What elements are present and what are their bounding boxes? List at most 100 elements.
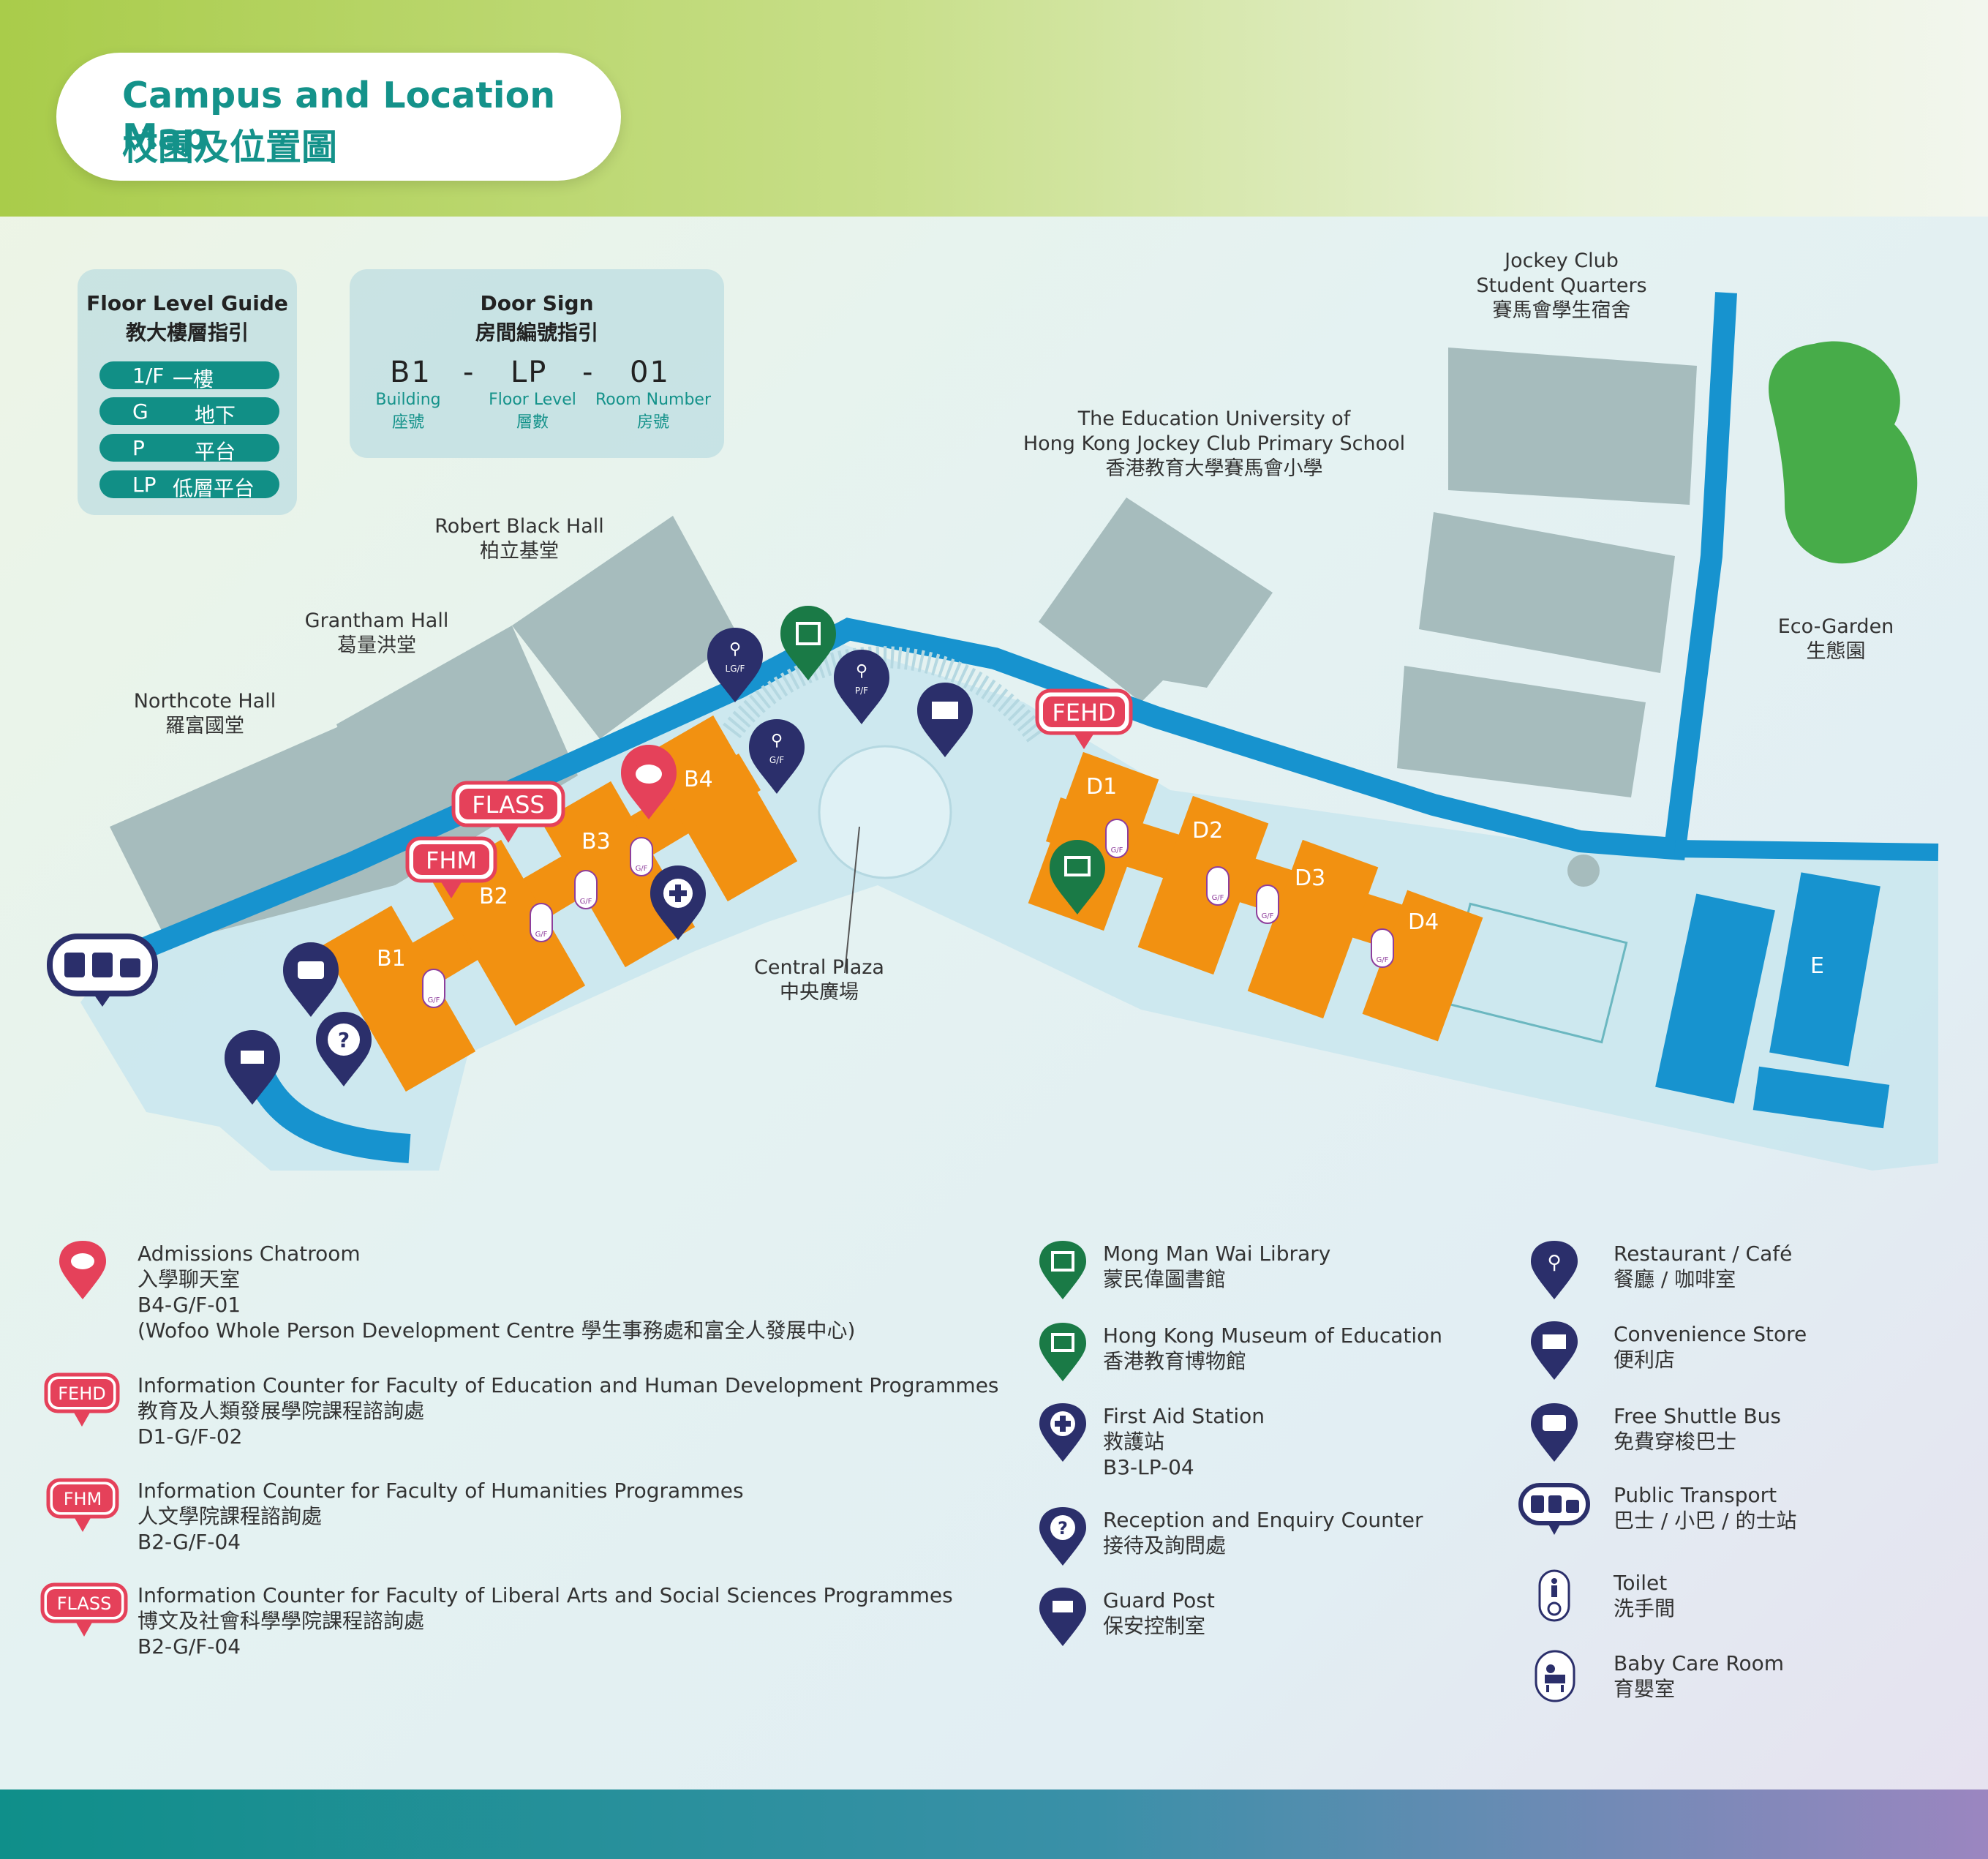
guard-post-icon — [1039, 1588, 1086, 1646]
label-d2: D2 — [1192, 818, 1223, 844]
label-d3: D3 — [1295, 865, 1325, 891]
label-b1: B1 — [377, 946, 406, 972]
door-sign-floor-code: LP — [511, 356, 548, 389]
fehd-map-tag[interactable]: FEHD — [1035, 688, 1133, 749]
door-sign-building-code: B1 — [390, 356, 432, 389]
map-pin-museum[interactable] — [1050, 840, 1105, 915]
northcote-hall — [110, 724, 395, 944]
block-d2 — [1137, 795, 1269, 975]
map-pin-restaurant-pf[interactable]: ⚲ P/F — [834, 650, 889, 724]
primary-school-building — [1039, 497, 1273, 702]
svg-text:G/F: G/F — [636, 865, 648, 873]
fhm-map-tag[interactable]: FHM — [405, 836, 497, 898]
svg-text:G/F: G/F — [1262, 912, 1274, 920]
public-transport-icon — [1518, 1483, 1590, 1535]
toilet-marker-d4: G/F — [1371, 928, 1394, 968]
label-b4: B4 — [684, 767, 713, 792]
svg-text:?: ? — [338, 1028, 350, 1052]
restaurant-icon: ⚲ — [1531, 1241, 1578, 1299]
toilet-marker-b1: G/F — [422, 969, 445, 1008]
door-sign-room-code: 01 — [630, 356, 670, 389]
toilet-marker-b2: G/F — [530, 903, 553, 942]
map-pin-chatroom[interactable] — [621, 745, 677, 819]
svg-text:FLASS: FLASS — [57, 1593, 112, 1614]
student-quarters-b — [1419, 512, 1675, 673]
label-e: E — [1810, 953, 1824, 979]
svg-text:G/F: G/F — [1111, 846, 1123, 855]
svg-text:G/F: G/F — [769, 755, 784, 765]
map-pin-restaurant-lgf[interactable]: ⚲ LG/F — [707, 628, 763, 702]
title-card: Campus and Location Map 校園及位置圖 — [56, 53, 621, 181]
sports-strip — [1752, 1066, 1890, 1129]
map-pin-transport[interactable] — [47, 934, 158, 1007]
svg-text:FEHD: FEHD — [58, 1383, 106, 1404]
map-pin-firstaid[interactable] — [650, 865, 706, 940]
footer-band — [0, 1789, 1988, 1859]
map-pin-restaurant-gf[interactable]: ⚲ G/F — [749, 719, 805, 794]
page-title: Campus and Location Map — [122, 75, 556, 158]
first-aid-icon — [1039, 1403, 1086, 1462]
block-b2 — [431, 839, 586, 1026]
svg-text:⚲: ⚲ — [1547, 1252, 1561, 1274]
baby-care-icon — [1535, 1650, 1575, 1702]
block-b3 — [541, 781, 696, 968]
map-pin-store[interactable] — [917, 683, 973, 757]
door-sign-title-zh: 房間編號指引 — [475, 320, 598, 345]
student-quarters-c — [1397, 666, 1646, 797]
plaza-pointer — [844, 826, 860, 974]
plaza-steps — [723, 646, 1048, 746]
toilet-icon — [1538, 1569, 1570, 1622]
svg-text:FLASS: FLASS — [472, 791, 544, 819]
label-d1: D1 — [1086, 774, 1117, 800]
svg-text:?: ? — [1058, 1518, 1068, 1539]
flass-badge-icon: FLASS — [40, 1582, 128, 1637]
legend-fhm: Information Counter for Faculty of Human… — [138, 1479, 744, 1554]
building-E — [1769, 872, 1880, 1067]
svg-text:G/F: G/F — [535, 931, 548, 939]
robert-black-hall — [512, 516, 739, 739]
central-plaza — [818, 745, 952, 879]
convenience-store-icon — [1531, 1321, 1578, 1380]
svg-text:⚲: ⚲ — [729, 640, 741, 658]
student-quarters-a — [1448, 348, 1697, 505]
river — [80, 292, 1737, 983]
block-d4 — [1362, 890, 1483, 1042]
map-pin-reception[interactable]: ? — [316, 1012, 372, 1086]
toilet-marker-d3: G/F — [1256, 885, 1279, 924]
campus-map: B1 B2 B3 B4 D1 D2 D3 D4 E FEHD FLASS FHM — [47, 292, 1939, 1171]
svg-text:G/F: G/F — [428, 996, 440, 1004]
svg-text:FEHD: FEHD — [1052, 699, 1115, 726]
toilet-marker-d1: G/F — [1105, 819, 1129, 858]
door-sign-separator-2: - — [582, 356, 595, 389]
map-pin-guard[interactable] — [225, 1030, 280, 1105]
map-pin-shuttle[interactable] — [283, 942, 339, 1017]
flass-map-tag[interactable]: FLASS — [451, 781, 565, 843]
svg-text:LG/F: LG/F — [726, 664, 745, 674]
door-sign-title: Door Sign — [480, 291, 594, 315]
floor-guide-title-zh: 教大樓層指引 — [125, 320, 249, 345]
block-b4 — [643, 715, 798, 902]
library-icon — [1039, 1241, 1086, 1299]
map-pin-library[interactable] — [780, 606, 836, 680]
label-d4: D4 — [1408, 909, 1439, 935]
